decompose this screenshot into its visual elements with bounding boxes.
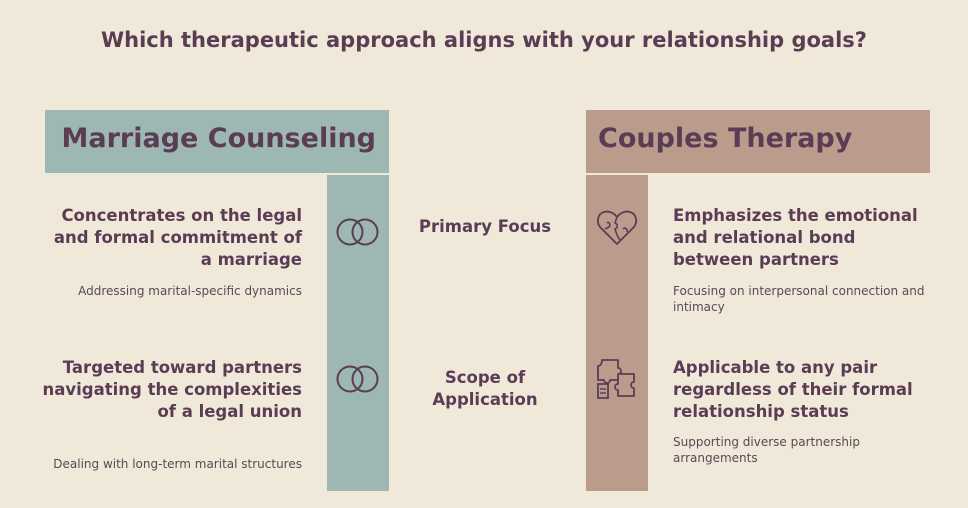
marriage-scope-sub: Dealing with long-term marital structure… (53, 457, 302, 471)
couples-scope-heading: Applicable to any pair regardless of the… (673, 358, 913, 421)
interlocking-rings-icon (336, 218, 379, 246)
criterion-scope-of-application: Scope of Application (432, 368, 538, 409)
criterion-primary-focus: Primary Focus (418, 217, 552, 236)
couples-therapy-header: Couples Therapy (586, 110, 930, 173)
couples-therapy-title: Couples Therapy (598, 123, 853, 154)
marriage-primary-focus-heading: Concentrates on the legal and formal com… (53, 206, 302, 269)
couples-primary-focus-sub: Focusing on interpersonal connection and… (673, 284, 925, 314)
couples-primary-focus-heading: Emphasizes the emotional and relational … (673, 206, 918, 269)
marriage-counseling-header: Marriage Counseling (45, 110, 389, 173)
marriage-primary-focus-sub: Addressing marital-specific dynamics (78, 284, 302, 298)
interlocking-rings-icon (336, 365, 379, 393)
couples-scope-sub: Supporting diverse partnership arrangeme… (673, 435, 860, 465)
marriage-counseling-title: Marriage Counseling (61, 123, 376, 154)
marriage-scope-heading: Targeted toward partners navigating the … (42, 358, 302, 421)
page-title: Which therapeutic approach aligns with y… (101, 28, 867, 52)
puzzle-pieces-icon (597, 359, 635, 399)
puzzle-heart-icon (597, 210, 637, 245)
